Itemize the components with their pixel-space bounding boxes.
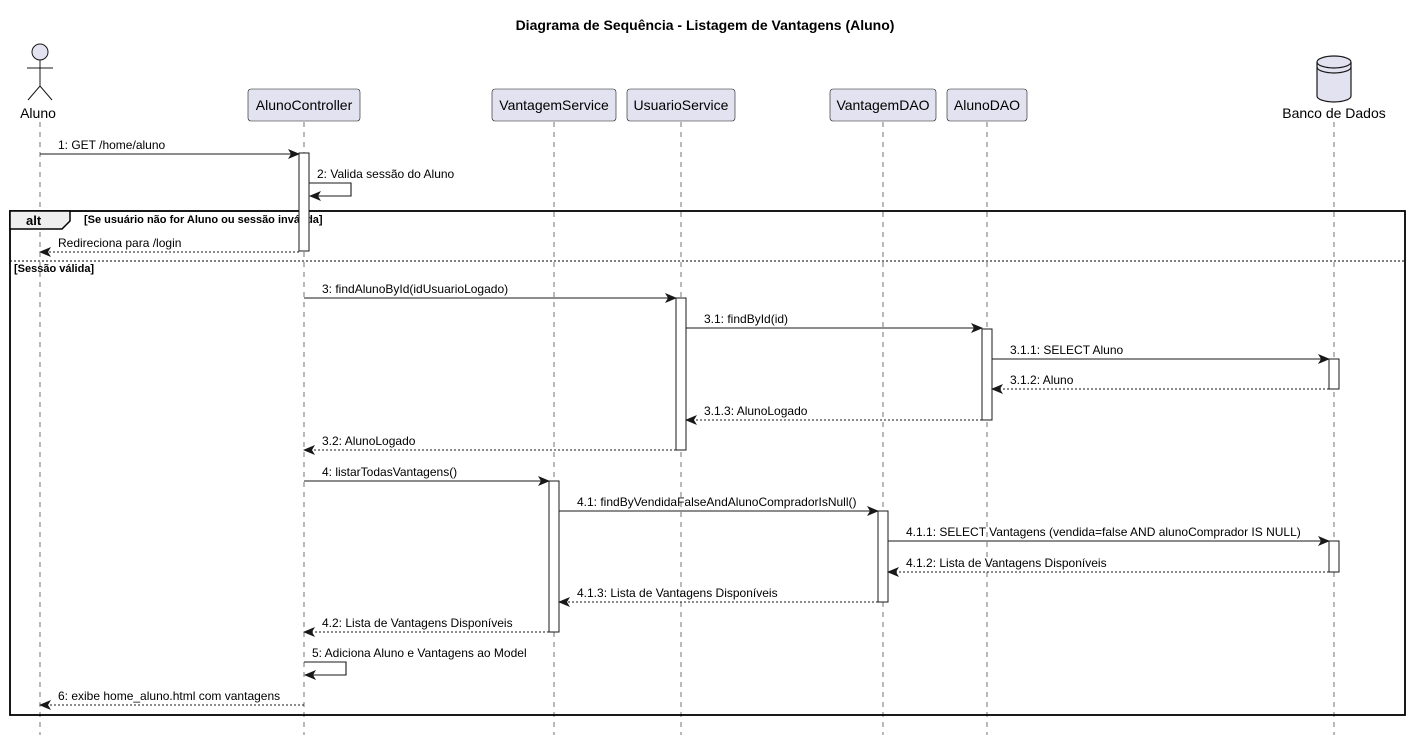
actor-icon: [27, 43, 53, 101]
message-label: 3.1.2: Aluno: [1010, 373, 1074, 387]
message-label: 2: Valida sessão do Aluno: [317, 167, 455, 181]
message-6[interactable]: 3.1.1: SELECT Aluno: [992, 343, 1330, 364]
message-label: 3.1.1: SELECT Aluno: [1010, 343, 1124, 357]
message-13[interactable]: 4.1.2: Lista de Vantagens Disponíveis: [887, 556, 1329, 577]
message-label: 1: GET /home/aluno: [58, 138, 166, 152]
participant-label: Aluno: [20, 105, 56, 121]
message-7[interactable]: 3.1.2: Aluno: [991, 373, 1329, 394]
participant-box: [491, 88, 617, 122]
message-10[interactable]: 4: listarTodasVantagens(): [304, 465, 550, 486]
message-2[interactable]: 2: Valida sessão do Aluno: [309, 167, 455, 201]
message-label: 4.1.1: SELECT Vantagens (vendida=false A…: [906, 525, 1301, 539]
activation-db: [1328, 358, 1340, 390]
alt-frame-tab: [9, 210, 71, 230]
activation-vantagemService: [548, 480, 560, 633]
message-label: 3.1.3: AlunoLogado: [704, 404, 808, 418]
activation-controller: [298, 152, 310, 252]
participant-controller[interactable]: AlunoController: [247, 88, 361, 122]
message-9[interactable]: 3.2: AlunoLogado: [303, 434, 676, 455]
participant-alunoDAO[interactable]: AlunoDAO: [946, 88, 1028, 122]
participant-box: [626, 88, 736, 122]
message-5[interactable]: 3.1: findById(id): [686, 312, 983, 333]
alt-frame: alt [Se usuário não for Aluno ou sessão …: [9, 210, 1406, 716]
message-label: 4.1: findByVendidaFalseAndAlunoComprador…: [577, 495, 857, 509]
message-16[interactable]: 5: Adiciona Aluno e Vantagens ao Model: [304, 646, 527, 680]
database-icon: [1316, 55, 1352, 103]
participant-usuarioService[interactable]: UsuarioService: [626, 88, 736, 122]
message-17[interactable]: 6: exibe home_aluno.html com vantagens: [39, 689, 304, 710]
participant-db[interactable]: Banco de Dados: [1282, 55, 1386, 121]
message-1[interactable]: 1: GET /home/aluno: [40, 138, 300, 159]
message-15[interactable]: 4.2: Lista de Vantagens Disponíveis: [303, 616, 549, 637]
activation-usuarioService: [675, 297, 687, 451]
message-label: 5: Adiciona Aluno e Vantagens ao Model: [312, 646, 527, 660]
participant-label: AlunoController: [256, 97, 353, 113]
activation-db: [1328, 540, 1340, 573]
participant-vantagemDAO[interactable]: VantagemDAO: [829, 88, 937, 122]
message-label: 3: findAlunoById(idUsuarioLogado): [322, 282, 508, 296]
message-14[interactable]: 4.1.3: Lista de Vantagens Disponíveis: [558, 586, 878, 607]
message-label: 4: listarTodasVantagens(): [322, 465, 457, 479]
message-11[interactable]: 4.1: findByVendidaFalseAndAlunoComprador…: [559, 495, 879, 516]
message-label: Redireciona para /login: [58, 236, 181, 250]
message-8[interactable]: 3.1.3: AlunoLogado: [685, 404, 982, 425]
message-12[interactable]: 4.1.1: SELECT Vantagens (vendida=false A…: [888, 525, 1330, 546]
participant-aluno[interactable]: Aluno: [20, 43, 56, 121]
message-label: 3.2: AlunoLogado: [322, 434, 416, 448]
message-arrow: [304, 661, 347, 680]
message-label: 3.1: findById(id): [704, 312, 788, 326]
messages: 1: GET /home/aluno 2: Valida sessão do Al…: [39, 138, 1330, 710]
activation-alunoDAO: [981, 328, 993, 421]
message-label: 4.1.3: Lista de Vantagens Disponíveis: [577, 586, 778, 600]
message-label: 4.2: Lista de Vantagens Disponíveis: [322, 616, 513, 630]
message-4[interactable]: 3: findAlunoById(idUsuarioLogado): [304, 282, 677, 303]
participant-label: UsuarioService: [634, 97, 729, 113]
alt-keyword: alt: [26, 213, 42, 228]
participant-label: VantagemService: [499, 97, 609, 113]
message-label: 6: exibe home_aluno.html com vantagens: [58, 689, 280, 703]
activation-vantagemDAO: [877, 510, 889, 603]
participant-label: Banco de Dados: [1282, 105, 1386, 121]
participant-vantagemService[interactable]: VantagemService: [491, 88, 617, 122]
diagram-title: Diagrama de Sequência - Listagem de Vant…: [516, 17, 895, 33]
alt-guard-1: [Se usuário não for Aluno ou sessão invá…: [84, 214, 323, 226]
participant-label: VantagemDAO: [836, 97, 929, 113]
activation-bars: [298, 152, 1340, 633]
participants: Aluno AlunoController VantagemService Usuar…: [20, 43, 1386, 122]
alt-guard-2: [Sessão válida]: [14, 263, 94, 275]
participant-box: [946, 88, 1028, 122]
alt-frame-border: [9, 210, 1406, 716]
participant-box: [829, 88, 937, 122]
message-arrow: [309, 182, 352, 201]
participant-box: [247, 88, 361, 122]
message-label: 4.1.2: Lista de Vantagens Disponíveis: [906, 556, 1107, 570]
message-3[interactable]: Redireciona para /login: [39, 236, 299, 257]
participant-label: AlunoDAO: [954, 97, 1020, 113]
